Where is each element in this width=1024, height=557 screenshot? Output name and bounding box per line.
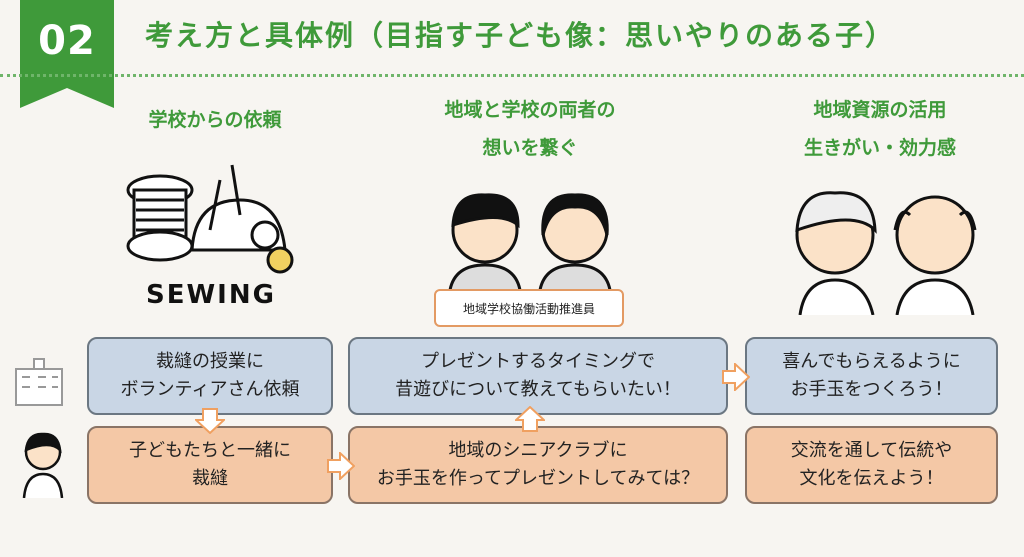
coordinator-role-label: 地域学校協働活動推進員 xyxy=(434,289,624,327)
child-icon xyxy=(22,432,64,498)
box-senior-club-line1: 地域のシニアクラブに xyxy=(448,440,628,461)
box-make-otedama: 喜んでもらえるようにお手玉をつくろう！ xyxy=(745,337,998,415)
box-children-sew-line2: 裁縫 xyxy=(192,468,228,489)
box-children-sew-line1: 子どもたちと一緒に xyxy=(129,440,291,461)
arrow-right-icon xyxy=(327,452,355,480)
middle-column-heading-line2: 想いを繋ぐ xyxy=(482,137,578,159)
box-make-otedama-line1: 喜んでもらえるように xyxy=(782,351,961,372)
right-column-heading-line1: 地域資源の活用 xyxy=(813,99,947,121)
box-present-timing-line2: 昔遊びについて教えてもらいたい！ xyxy=(395,379,681,400)
school-building-icon xyxy=(15,358,63,406)
seniors-illustration xyxy=(795,191,977,315)
sewing-kit-illustration xyxy=(126,164,294,274)
box-senior-club: 地域のシニアクラブにお手玉を作ってプレゼントしてみては？ xyxy=(348,426,728,504)
box-tradition-line2: 文化を伝えよう！ xyxy=(799,468,944,489)
sewing-label: SEWING xyxy=(146,280,276,310)
middle-column-heading-line1: 地域と学校の両者の xyxy=(444,99,616,121)
left-column-heading: 学校からの依頼 xyxy=(148,109,282,131)
arrow-down-icon xyxy=(195,408,225,434)
box-school-request-line1: 裁縫の授業に xyxy=(155,351,264,372)
box-school-request: 裁縫の授業にボランティアさん依頼 xyxy=(87,337,333,415)
box-children-sew: 子どもたちと一緒に裁縫 xyxy=(87,426,333,504)
arrow-right-icon xyxy=(722,363,750,391)
header-divider xyxy=(0,74,1024,77)
badge-ribbon-shape xyxy=(20,0,114,108)
box-tradition-line1: 交流を通して伝統や xyxy=(790,440,953,461)
arrow-up-icon xyxy=(515,406,545,432)
section-number: 02 xyxy=(38,18,96,64)
box-tradition: 交流を通して伝統や文化を伝えよう！ xyxy=(745,426,998,504)
coordinators-illustration xyxy=(448,193,612,290)
box-present-timing: プレゼントするタイミングで昔遊びについて教えてもらいたい！ xyxy=(348,337,728,415)
section-number-badge: 02 xyxy=(20,0,114,108)
box-make-otedama-line2: お手玉をつくろう！ xyxy=(790,379,953,400)
box-senior-club-line2: お手玉を作ってプレゼントしてみては？ xyxy=(376,468,700,489)
page-title: 考え方と具体例（目指す子ども像：思いやりのある子） xyxy=(145,19,896,52)
right-column-heading-line2: 生きがい・効力感 xyxy=(803,137,956,159)
box-school-request-line2: ボランティアさん依頼 xyxy=(120,379,300,400)
box-present-timing-line1: プレゼントするタイミングで xyxy=(420,351,655,372)
